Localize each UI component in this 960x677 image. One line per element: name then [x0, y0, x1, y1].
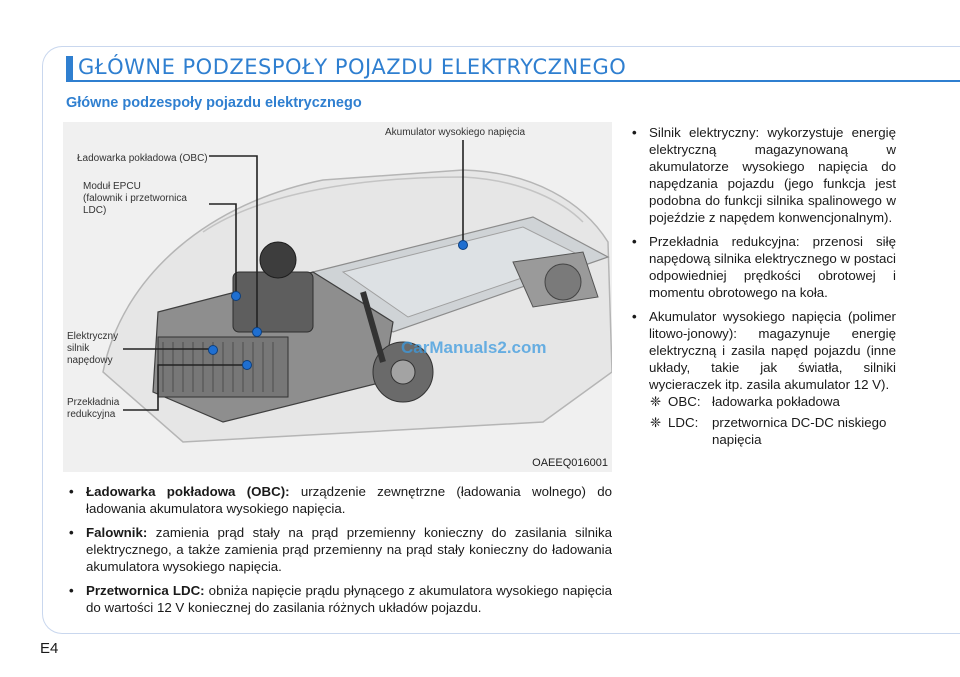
note-symbol: ❈ [650, 415, 662, 430]
bullet-dot: • [632, 309, 637, 324]
callout-obc: Ładowarka pokładowa (OBC) [77, 153, 208, 164]
definition: Przekładnia redukcyjna: przenosi siłę na… [649, 234, 896, 300]
ev-components-illustration: Akumulator wysokiego napięcia Ładowarka … [63, 122, 612, 472]
abbreviation-obc: ❈ OBC: ładowarka pokładowa [650, 393, 896, 410]
abbreviation-value: przetwornica DC-DC niskiego napięcia [712, 415, 887, 447]
term: Ładowarka pokładowa (OBC): [86, 484, 290, 499]
marker-obc [252, 327, 262, 337]
abbreviation-ldc: ❈ LDC: przetwornica DC-DC niskiego napięci… [650, 414, 896, 448]
term: Falownik: [86, 525, 148, 540]
header-rule [66, 80, 960, 82]
list-item: • Falownik: zamienia prąd stały na prąd p… [66, 524, 612, 575]
callout-battery: Akumulator wysokiego napięcia [385, 127, 526, 138]
watermark: CarManuals2.com [401, 338, 547, 357]
bullet-dot: • [69, 583, 74, 598]
callout-markers [208, 240, 468, 370]
list-item: • Przekładnia redukcyjna: przenosi siłę n… [629, 233, 896, 301]
bullet-dot: • [69, 484, 74, 499]
rear-wheel-hub [544, 263, 582, 301]
list-item: • Silnik elektryczny: wykorzystuje energi… [629, 124, 896, 226]
callout-leaders [123, 140, 464, 411]
callout-reducer: Przekładnia redukcyjna [67, 397, 120, 420]
car-cutaway-drawing [102, 140, 612, 443]
figure-code: OAEEQ016001 [532, 457, 608, 469]
leader-reducer [123, 364, 246, 411]
definition: obniża napięcie prądu płynącego z akumul… [86, 583, 612, 615]
bullet-dot: • [632, 125, 637, 140]
bullet-dot: • [69, 525, 74, 540]
abbreviation-key: OBC: [668, 394, 701, 409]
definition: Silnik elektryczny: wykorzystuje energię… [649, 125, 896, 225]
definition: zamienia prąd stały na prąd przemienny k… [86, 525, 612, 574]
epcu-cap-shape [259, 241, 297, 279]
front-wheel-hub [390, 359, 416, 385]
marker-motor [208, 345, 218, 355]
list-item: • Przetwornica LDC: obniża napięcie prądu… [66, 582, 612, 616]
section-title: Główne podzespoły pojazdu elektrycznego [66, 95, 362, 111]
epcu-box-shape [232, 271, 314, 333]
note-symbol: ❈ [650, 394, 662, 409]
marker-epcu [231, 291, 241, 301]
marker-battery [458, 240, 468, 250]
abbreviation-value: ładowarka pokładowa [712, 394, 840, 409]
definition: Akumulator wysokiego napięcia (polimer l… [649, 309, 896, 392]
page-number: E4 [40, 640, 59, 657]
car-roof-line [202, 176, 584, 233]
list-item: • Akumulator wysokiego napięcia (polimer … [629, 308, 896, 393]
marker-reducer [242, 360, 252, 370]
page-title: GŁÓWNE PODZESPOŁY POJAZDU ELEKTRYCZNEGO [78, 55, 627, 79]
callout-epcu: Moduł EPCU (falownik i przetwornica LDC) [83, 181, 187, 216]
right-definitions-list: • Silnik elektryczny: wykorzystuje energi… [629, 124, 896, 400]
leader-obc [209, 155, 258, 330]
header-accent-bar [66, 56, 73, 80]
term: Przetwornica LDC: [86, 583, 205, 598]
leader-epcu [209, 203, 237, 295]
list-item: • Ładowarka pokładowa (OBC): urządzenie z… [66, 483, 612, 517]
lower-definitions-list: • Ładowarka pokładowa (OBC): urządzenie z… [66, 483, 612, 623]
definition: urządzenie zewnętrzne (ładowania wolnego… [86, 484, 612, 516]
front-strut [360, 291, 386, 363]
bullet-dot: • [632, 234, 637, 249]
callout-motor: Elektryczny silnik napędowy [67, 331, 119, 366]
abbreviation-key: LDC: [668, 415, 699, 430]
